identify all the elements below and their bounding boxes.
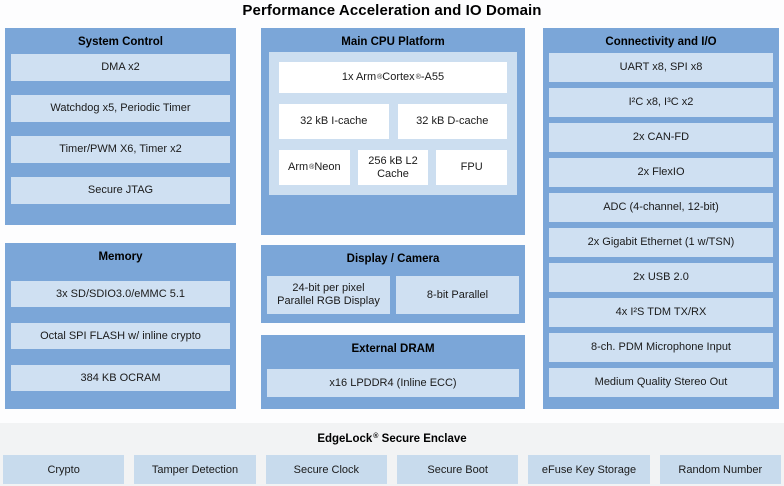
block-watchdog-periodic-timer: Watchdog x5, Periodic Timer [11, 95, 230, 122]
panel-memory: Memory 3x SD/SDIO3.0/eMMC 5.1 Octal SPI … [5, 243, 236, 409]
panel-display-camera-title: Display / Camera [346, 253, 440, 265]
block-lpddr4: x16 LPDDR4 (Inline ECC) [267, 369, 519, 397]
block-l2-cache: 256 kB L2 Cache [357, 150, 429, 185]
block-tamper-detection: Tamper Detection [134, 455, 256, 484]
block-dcache: 32 kB D-cache [397, 104, 507, 139]
external-dram-block-list: x16 LPDDR4 (Inline ECC) [267, 369, 519, 397]
cpu-cache-row: 32 kB I-cache 32 kB D-cache [279, 104, 507, 139]
block-secure-clock: Secure Clock [265, 455, 387, 484]
block-dma: DMA x2 [11, 54, 230, 81]
panel-system-control-title: System Control [78, 36, 163, 48]
block-cortex-a55-core: 1x Arm® Cortex®-A55 [279, 62, 507, 93]
block-sd-sdio-emmc: 3x SD/SDIO3.0/eMMC 5.1 [11, 281, 230, 307]
block-stereo-out: Medium Quality Stereo Out [549, 368, 773, 397]
panel-connectivity-io: Connectivity and I/O UART x8, SPI x8 I²C… [543, 28, 779, 409]
block-usb: 2x USB 2.0 [549, 263, 773, 292]
block-timer-pwm: Timer/PWM X6, Timer x2 [11, 136, 230, 163]
block-random-number: Random Number [659, 455, 781, 484]
secure-enclave-title: EdgeLock® Secure Enclave [317, 433, 467, 445]
system-control-block-list: DMA x2 Watchdog x5, Periodic Timer Timer… [11, 54, 230, 204]
secure-enclave-bar: EdgeLock® Secure Enclave Crypto Tamper D… [0, 423, 784, 486]
panel-memory-title: Memory [98, 251, 143, 263]
block-octal-spi-flash: Octal SPI FLASH w/ inline crypto [11, 323, 230, 349]
block-arm-neon: Arm® Neon [279, 150, 350, 185]
block-can-fd: 2x CAN-FD [549, 123, 773, 152]
panel-external-dram-title: External DRAM [351, 343, 435, 355]
block-ocram: 384 KB OCRAM [11, 365, 230, 391]
block-parallel-rgb-display: 24-bit per pixel Parallel RGB Display [267, 276, 390, 314]
display-camera-block-row: 24-bit per pixel Parallel RGB Display 8-… [267, 276, 519, 314]
panel-system-control: System Control DMA x2 Watchdog x5, Perio… [5, 28, 236, 225]
block-icache: 32 kB I-cache [279, 104, 389, 139]
panel-external-dram: External DRAM x16 LPDDR4 (Inline ECC) [261, 335, 525, 409]
block-i2s-tdm: 4x I²S TDM TX/RX [549, 298, 773, 327]
panel-display-camera: Display / Camera 24-bit per pixel Parall… [261, 245, 525, 323]
block-uart-spi: UART x8, SPI x8 [549, 53, 773, 82]
panel-connectivity-io-title: Connectivity and I/O [605, 36, 717, 48]
block-adc: ADC (4-channel, 12-bit) [549, 193, 773, 222]
block-efuse-key-storage: eFuse Key Storage [528, 455, 650, 484]
block-gigabit-ethernet: 2x Gigabit Ethernet (1 w/TSN) [549, 228, 773, 257]
panel-main-cpu-platform-title: Main CPU Platform [341, 36, 445, 48]
secure-enclave-block-row: Crypto Tamper Detection Secure Clock Sec… [3, 455, 781, 484]
block-fpu: FPU [436, 150, 507, 185]
block-crypto: Crypto [3, 455, 125, 484]
block-flexio: 2x FlexIO [549, 158, 773, 187]
block-pdm-microphone: 8-ch. PDM Microphone Input [549, 333, 773, 362]
cpu-coprocessor-row: Arm® Neon 256 kB L2 Cache FPU [279, 150, 507, 185]
block-i2c-i3c: I²C x8, I³C x2 [549, 88, 773, 117]
memory-block-list: 3x SD/SDIO3.0/eMMC 5.1 Octal SPI FLASH w… [11, 281, 230, 391]
diagram-title: Performance Acceleration and IO Domain [242, 2, 542, 19]
connectivity-block-list: UART x8, SPI x8 I²C x8, I³C x2 2x CAN-FD… [549, 53, 773, 397]
block-8bit-parallel: 8-bit Parallel [396, 276, 519, 314]
block-secure-boot: Secure Boot [396, 455, 519, 484]
panel-main-cpu-platform: Main CPU Platform 1x Arm® Cortex®-A55 32… [261, 28, 525, 235]
cpu-inner-container: 1x Arm® Cortex®-A55 32 kB I-cache 32 kB … [269, 52, 517, 195]
block-secure-jtag: Secure JTAG [11, 177, 230, 204]
